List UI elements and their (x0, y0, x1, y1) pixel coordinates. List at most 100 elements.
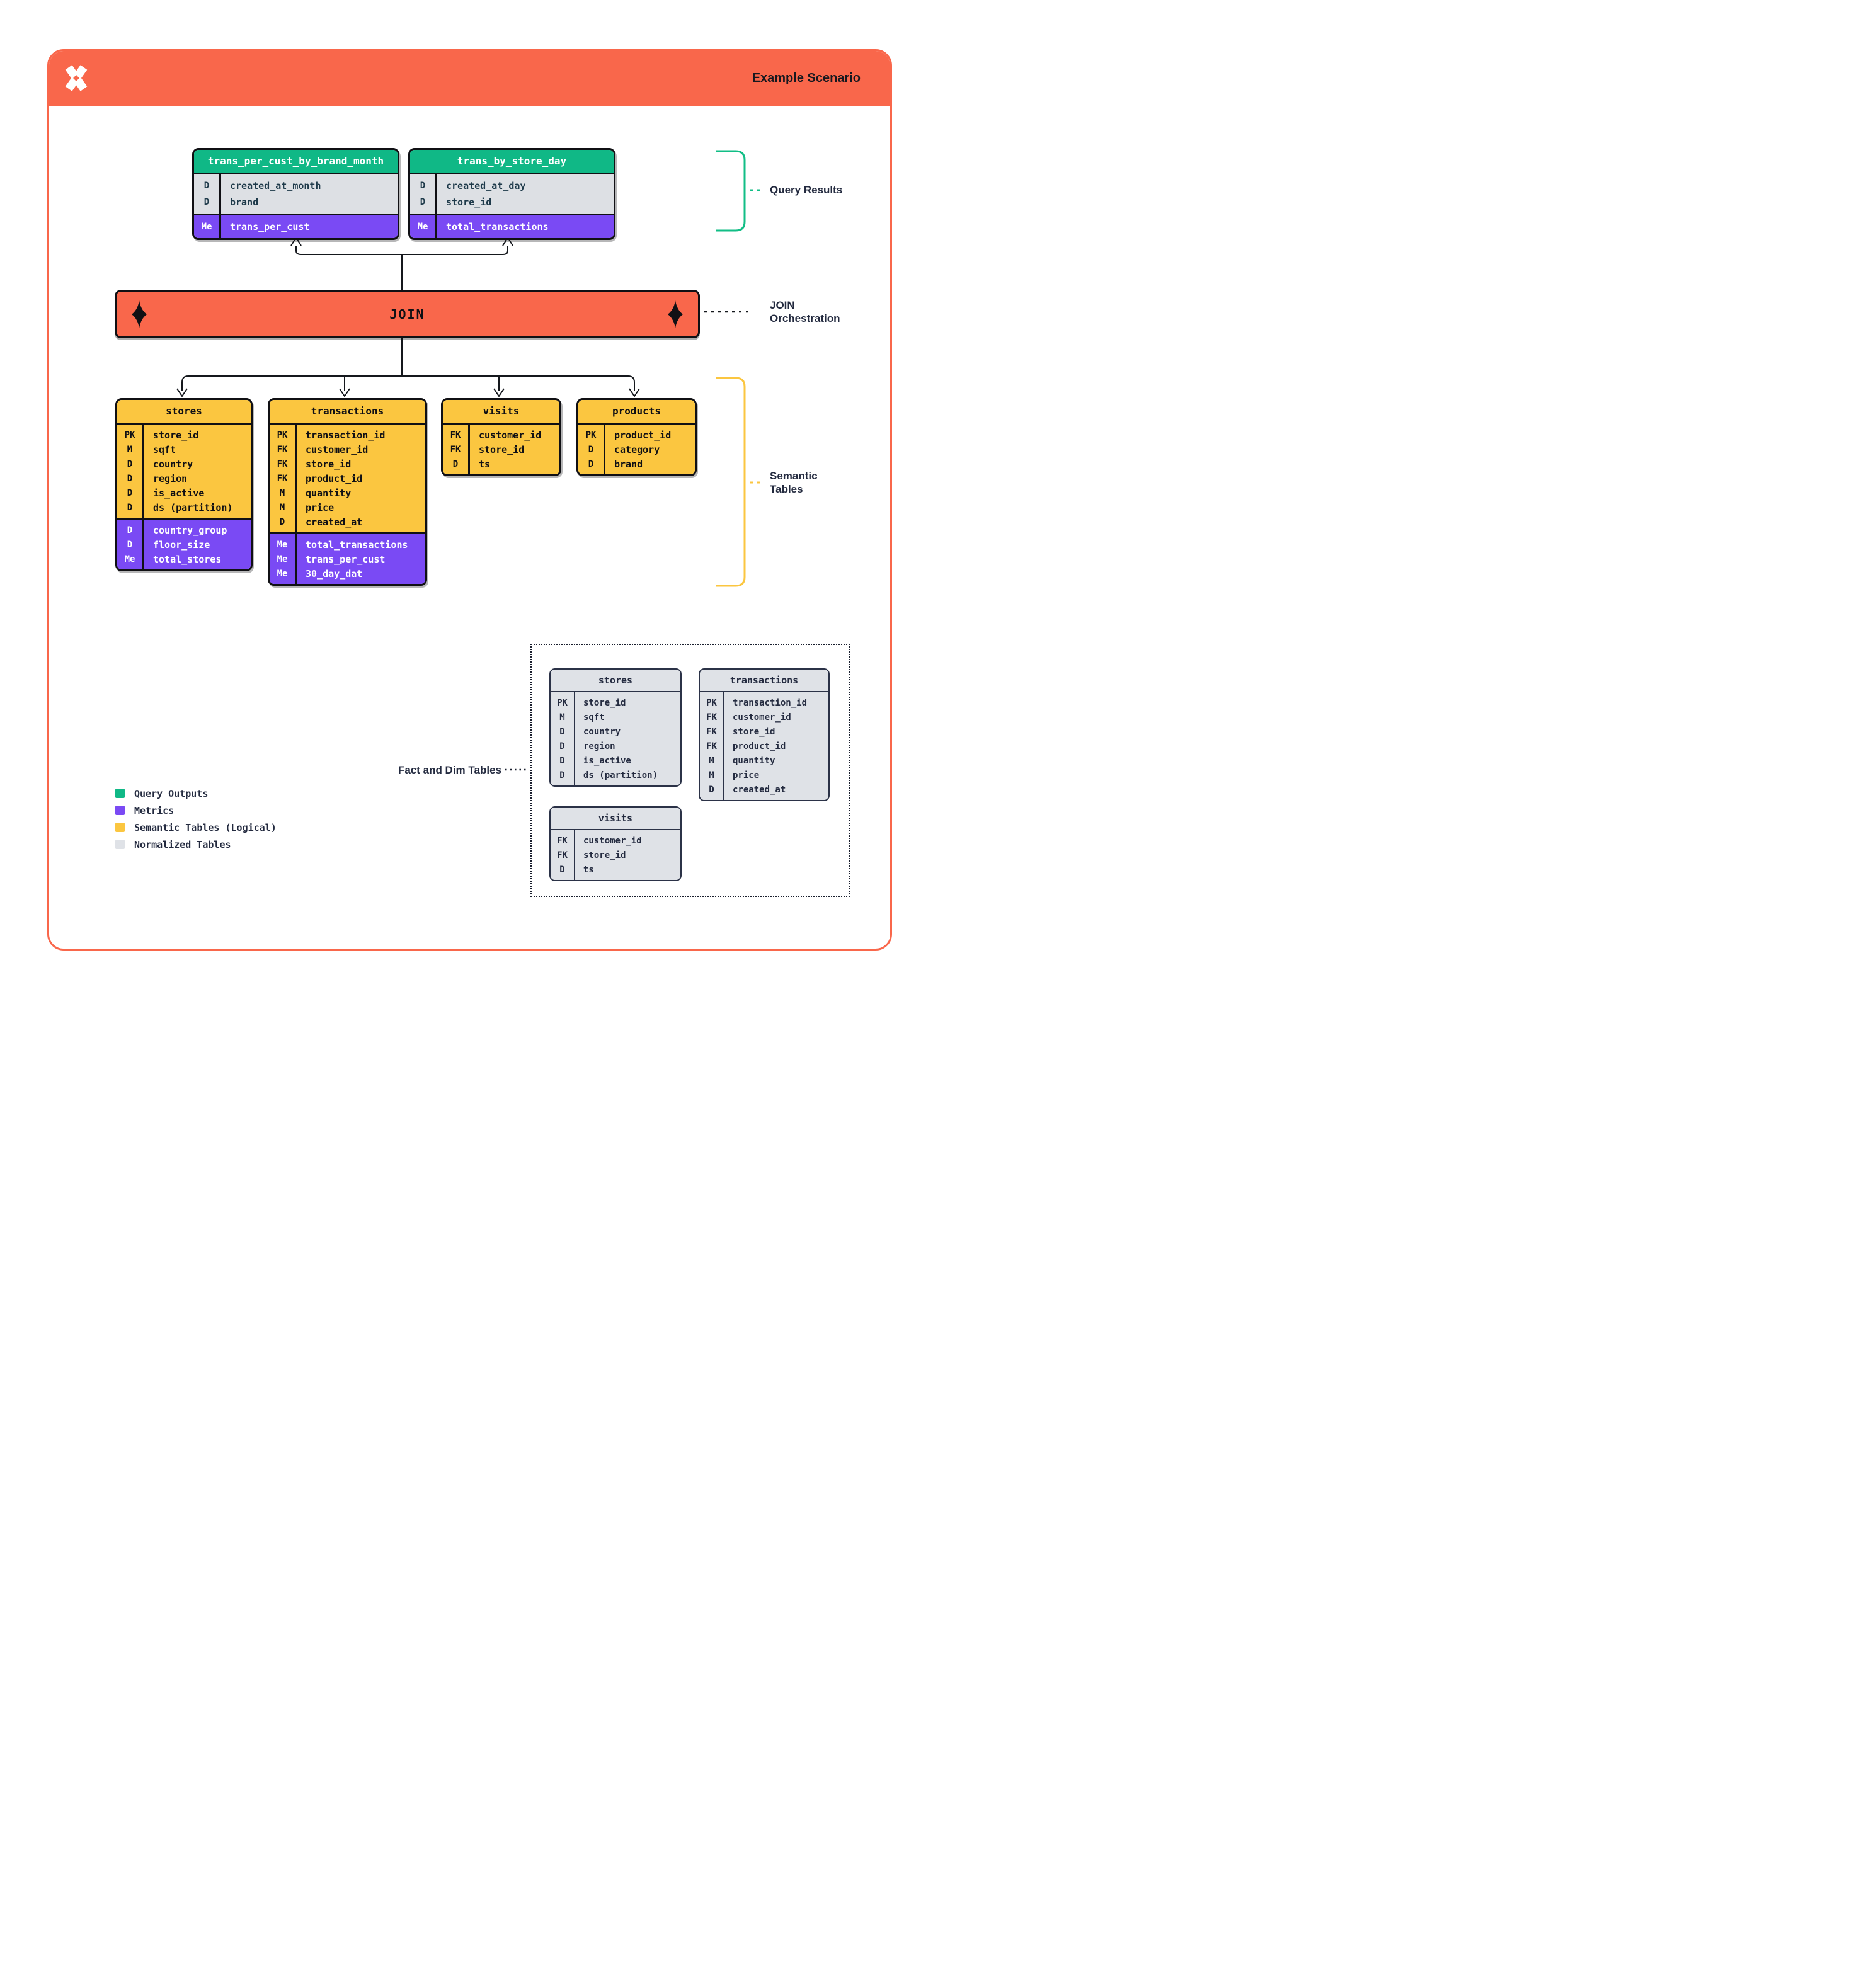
row-name: created_at (306, 516, 363, 528)
row-name: region (583, 741, 615, 751)
row-key: Me (124, 554, 135, 564)
row-key: FK (450, 430, 461, 440)
legend-swatch-icon (115, 806, 125, 815)
row-name: store_id (479, 443, 525, 455)
row-key: D (127, 502, 133, 513)
row-key: M (559, 712, 565, 723)
row-key: Me (277, 568, 288, 579)
row-name: is_active (153, 487, 205, 499)
row-key: D (127, 459, 133, 469)
four-point-star-icon (668, 300, 683, 328)
row-name: floor_size (153, 539, 210, 551)
legend-swatch-icon (115, 840, 125, 849)
row-key: FK (557, 835, 568, 846)
page-title: Example Scenario (752, 71, 861, 85)
row-key: D (203, 197, 210, 207)
row-name: price (733, 770, 760, 780)
row-key: FK (277, 444, 288, 455)
row-key: D (203, 181, 210, 191)
row-name: store_id (153, 429, 199, 441)
semantic-tables-label-line2: Tables (770, 483, 803, 495)
table-title: trans_per_cust_by_brand_month (194, 150, 398, 173)
legend-label: Query Outputs (134, 787, 209, 799)
row-key: D (279, 517, 285, 527)
legend-item: Semantic Tables (Logical) (115, 819, 277, 836)
row-key: FK (706, 726, 717, 737)
row-key: PK (557, 697, 568, 708)
row-name: created_at (733, 784, 786, 795)
row-name: customer_id (583, 835, 642, 846)
row-key: D (588, 459, 594, 469)
join-orchestration-label: JOIN Orchestration (770, 299, 840, 325)
legend-item: Query Outputs (115, 785, 277, 802)
row-key: D (559, 864, 565, 875)
row-key: Me (277, 539, 288, 550)
join-bar: JOIN (115, 290, 700, 338)
diagram-stage: Example Scenario trans_per_cust_by_brand… (0, 0, 936, 994)
fact-dim-label: Fact and Dim Tables (398, 764, 501, 776)
row-name: sqft (583, 712, 605, 723)
row-key: D (559, 741, 565, 751)
row-key: PK (585, 430, 597, 440)
join-orchestration-label-line1: JOIN (770, 299, 795, 311)
legend-item: Normalized Tables (115, 836, 277, 853)
row-name: country_group (153, 524, 227, 536)
row-name: country (583, 726, 621, 737)
legend-label: Normalized Tables (134, 838, 231, 850)
table-title: stores (117, 400, 251, 423)
row-key: Me (277, 554, 288, 564)
row-name: store_id (446, 197, 492, 208)
fact-dim-region (530, 644, 850, 897)
row-key: D (559, 755, 565, 766)
card-header: Example Scenario (49, 51, 890, 106)
table-row: FK customer_id (270, 442, 425, 457)
row-name: sqft (153, 443, 176, 455)
row-key: FK (706, 741, 717, 751)
legend-label: Semantic Tables (Logical) (134, 821, 277, 833)
row-name: quantity (733, 755, 775, 766)
row-name: is_active (583, 755, 631, 766)
row-name: product_id (306, 472, 363, 484)
row-key: FK (277, 459, 288, 469)
row-name: country (153, 458, 193, 470)
row-name: category (614, 443, 660, 455)
row-key: D (127, 539, 133, 550)
row-name: customer_id (306, 443, 369, 455)
row-name: brand (230, 197, 259, 208)
table-title: transactions (700, 670, 828, 691)
